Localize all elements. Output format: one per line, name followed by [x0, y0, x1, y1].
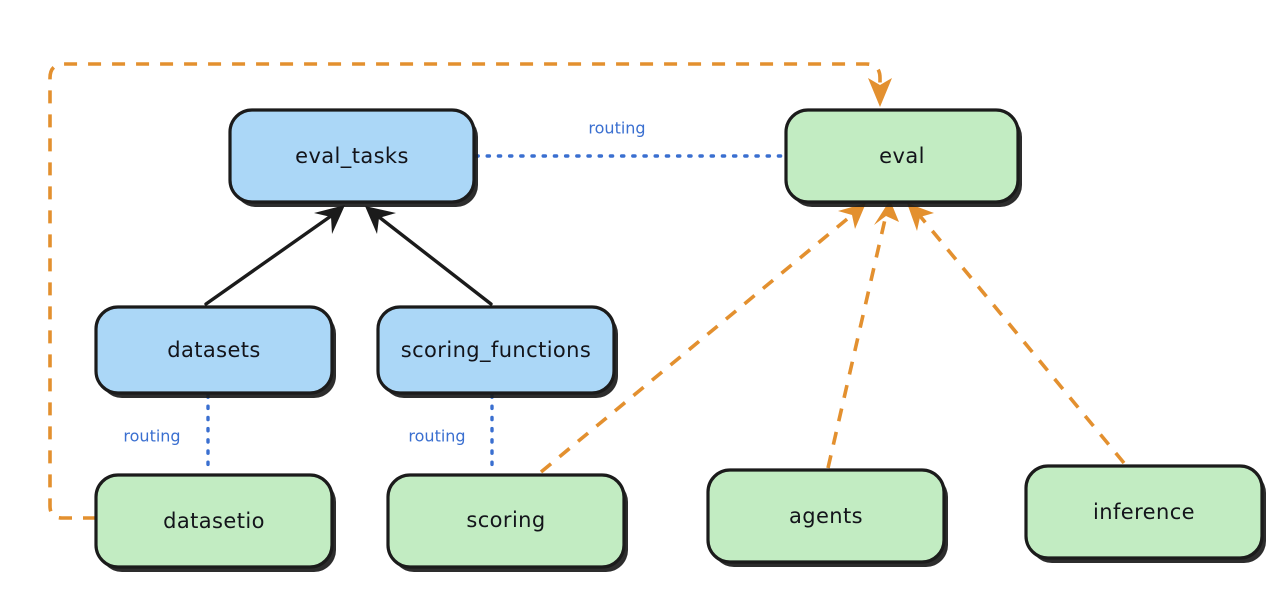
edge-layer: routing routing routing — [48, 62, 1126, 520]
node-datasetio-label: datasetio — [163, 509, 265, 533]
node-datasetio-box[interactable] — [94, 473, 334, 569]
node-eval[interactable]: eval — [784, 108, 1022, 207]
edge-agents-to-eval — [826, 200, 899, 469]
node-scoring-functions[interactable]: scoring_functions — [376, 305, 618, 398]
node-inference-box[interactable] — [1024, 464, 1264, 560]
edge-datasets-to-eval-tasks — [204, 205, 345, 306]
node-eval-tasks[interactable]: eval_tasks — [228, 108, 478, 207]
edge-eval-tasks-to-eval: routing — [474, 119, 786, 158]
node-inference[interactable]: inference — [1024, 464, 1266, 563]
node-eval-box[interactable] — [784, 108, 1020, 204]
arrowhead-scoring-functions-eval-tasks — [365, 206, 396, 234]
edge-inference-to-eval — [907, 203, 1126, 465]
edge-label-routing-top: routing — [588, 119, 645, 138]
edge-label-routing-scoring: routing — [408, 427, 465, 446]
node-inference-label: inference — [1093, 500, 1195, 524]
node-eval-label: eval — [879, 144, 925, 168]
node-agents-box[interactable] — [706, 468, 946, 564]
node-scoring-functions-label: scoring_functions — [401, 338, 591, 363]
node-scoring-functions-box[interactable] — [376, 305, 616, 395]
edge-datasetio-to-eval — [48, 62, 892, 520]
edge-scoring-functions-to-eval-tasks — [365, 206, 493, 306]
node-eval-tasks-box[interactable] — [228, 108, 476, 204]
arrowhead-datasetio-eval — [868, 78, 892, 107]
arrowhead-inference-eval — [907, 203, 934, 231]
arrowhead-agents-eval — [874, 200, 899, 225]
node-scoring-box[interactable] — [386, 473, 626, 569]
edge-label-routing-datasets: routing — [123, 427, 180, 446]
node-scoring-label: scoring — [466, 508, 545, 532]
edge-scoring-to-eval — [539, 203, 866, 474]
edge-datasets-to-datasetio: routing — [123, 393, 210, 475]
arrowhead-scoring-eval — [838, 203, 866, 229]
node-datasets-box[interactable] — [94, 305, 334, 395]
node-datasets-label: datasets — [167, 338, 261, 362]
node-agents[interactable]: agents — [706, 468, 948, 567]
node-scoring[interactable]: scoring — [386, 473, 628, 572]
node-layer: eval_tasks eval datasets scoring_functio… — [94, 108, 1266, 572]
arrowhead-datasets-eval-tasks — [314, 205, 345, 234]
edge-scoring-functions-to-scoring: routing — [408, 393, 494, 475]
node-datasetio[interactable]: datasetio — [94, 473, 336, 572]
node-agents-label: agents — [789, 504, 863, 528]
node-eval-tasks-label: eval_tasks — [295, 144, 409, 169]
node-datasets[interactable]: datasets — [94, 305, 336, 398]
